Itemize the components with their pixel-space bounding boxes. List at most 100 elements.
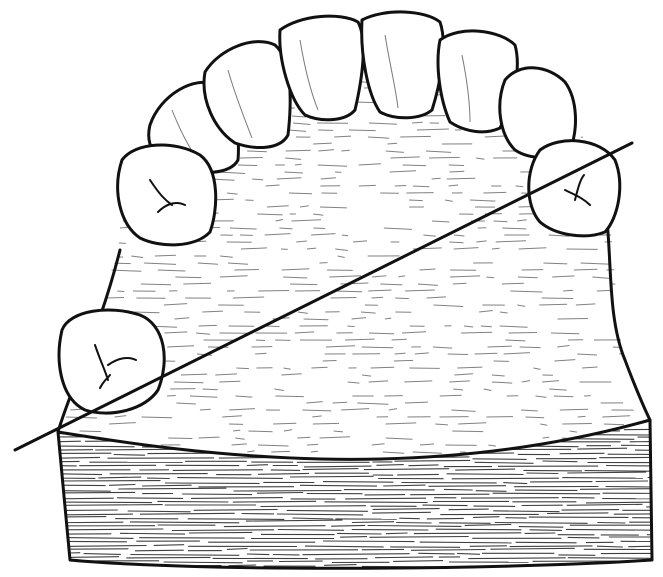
palate-hatch-stroke xyxy=(458,423,486,424)
base-hatch-stroke xyxy=(227,549,248,550)
palate-hatch-stroke xyxy=(481,326,492,327)
palate-hatch-stroke xyxy=(255,353,266,354)
base-hatch-stroke xyxy=(441,438,521,439)
base-hatch-stroke xyxy=(465,524,512,525)
palate-hatch-stroke xyxy=(341,150,349,151)
premolar-left xyxy=(118,145,216,245)
palate-hatch-stroke xyxy=(333,402,348,403)
palate-hatch-stroke xyxy=(447,178,475,179)
base-hatch-stroke xyxy=(278,530,344,531)
base-hatch-stroke xyxy=(191,498,283,499)
palate-hatch-stroke xyxy=(597,290,610,291)
base-hatch-stroke xyxy=(516,542,577,543)
palate-hatch-stroke xyxy=(167,346,194,347)
palate-hatch-stroke xyxy=(227,193,238,194)
base-hatch-stroke xyxy=(55,446,135,447)
palate-hatch-stroke xyxy=(449,381,470,382)
palate-hatch-stroke xyxy=(551,333,579,334)
palate-hatch-stroke xyxy=(283,277,307,278)
base-hatch-stroke xyxy=(292,518,333,519)
base-hatch-stroke xyxy=(452,478,559,479)
palate-hatch-stroke xyxy=(570,431,577,432)
palate-hatch-stroke xyxy=(405,290,435,291)
palate-hatch-stroke xyxy=(549,389,567,390)
palate-hatch-stroke xyxy=(433,347,452,348)
base-hatch-stroke xyxy=(142,485,192,486)
palate-hatch-stroke xyxy=(75,256,81,257)
palate-hatch-stroke xyxy=(521,410,538,411)
base-hatch-stroke xyxy=(257,493,303,494)
palate-hatch-stroke xyxy=(320,207,347,208)
palate-hatch-stroke xyxy=(256,340,265,341)
palate-hatch-stroke xyxy=(398,276,405,277)
base-hatch-stroke xyxy=(140,513,235,514)
anterior-teeth xyxy=(149,12,576,173)
base-hatch-stroke xyxy=(399,518,420,519)
palate-hatch-stroke xyxy=(400,136,431,137)
palate-hatch-stroke xyxy=(604,424,624,425)
palate-hatch-stroke xyxy=(574,269,597,270)
base-hatch-stroke xyxy=(173,470,263,471)
palate-hatch-stroke xyxy=(281,374,301,375)
palate-hatch-stroke xyxy=(200,409,211,410)
palate-hatch-stroke xyxy=(233,297,264,298)
palate-hatch-stroke xyxy=(618,256,644,257)
palate-hatch-stroke xyxy=(199,325,217,326)
palate-hatch-stroke xyxy=(476,241,486,242)
palate-hatch-stroke xyxy=(576,451,590,452)
base-hatch-stroke xyxy=(331,525,365,526)
palate-hatch-stroke xyxy=(628,122,659,123)
palate-hatch-stroke xyxy=(280,228,293,229)
palate-hatch-stroke xyxy=(236,396,253,397)
palate-hatch-stroke xyxy=(633,339,640,341)
base-hatch-stroke xyxy=(599,457,663,458)
palate-hatch-stroke xyxy=(142,417,172,418)
base-hatch-stroke xyxy=(85,441,176,442)
base-hatch-stroke xyxy=(427,518,464,519)
base-hatch-stroke xyxy=(444,489,473,490)
palate-hatch-stroke xyxy=(233,430,240,431)
base-hatch-stroke xyxy=(608,454,663,455)
base-hatch-stroke xyxy=(495,523,588,524)
base-hatch-stroke xyxy=(455,469,515,470)
palate-hatch-stroke xyxy=(101,213,122,214)
palate-hatch-stroke xyxy=(286,150,311,151)
palate-hatch-stroke xyxy=(311,451,318,452)
palate-hatch-stroke xyxy=(496,241,526,242)
palate-hatch-stroke xyxy=(68,164,88,165)
base-hatch-stroke xyxy=(55,553,80,554)
base-hatch-stroke xyxy=(397,474,439,475)
palate-hatch-stroke xyxy=(359,185,376,186)
palate-hatch-stroke xyxy=(72,228,101,230)
base-hatch-stroke xyxy=(420,542,512,543)
base-hatch-stroke xyxy=(164,562,243,563)
base-hatch-stroke xyxy=(368,526,462,527)
palate-hatch-stroke xyxy=(592,277,609,278)
molar-left xyxy=(59,310,164,413)
base-hatch-stroke xyxy=(364,469,449,470)
base-hatch-stroke xyxy=(369,537,468,538)
base-hatch-stroke xyxy=(621,541,663,542)
palate-hatch-stroke xyxy=(238,165,257,166)
palate-hatch-stroke xyxy=(405,402,428,403)
base-hatch-stroke xyxy=(614,514,663,515)
base-hatch-stroke xyxy=(246,520,343,521)
base-hatch-stroke xyxy=(376,465,403,466)
base-hatch-stroke xyxy=(526,473,558,474)
palate-hatch-stroke xyxy=(290,284,317,285)
palate-hatch-stroke xyxy=(155,255,176,256)
base-hatch-stroke xyxy=(161,434,235,435)
palate-hatch-stroke xyxy=(318,165,347,166)
palate-hatch-stroke xyxy=(392,339,407,340)
base-hatch-stroke xyxy=(135,550,184,551)
palate-hatch-stroke xyxy=(434,305,464,307)
palate-hatch-stroke xyxy=(385,318,391,319)
base-hatch-stroke xyxy=(323,541,414,542)
base-hatch-stroke xyxy=(323,482,394,483)
base-hatch-stroke xyxy=(247,554,269,555)
palate-hatch-stroke xyxy=(164,304,187,305)
palate-hatch-stroke xyxy=(76,298,96,299)
palate-hatch-stroke xyxy=(124,88,147,90)
palate-hatch-stroke xyxy=(235,438,244,439)
